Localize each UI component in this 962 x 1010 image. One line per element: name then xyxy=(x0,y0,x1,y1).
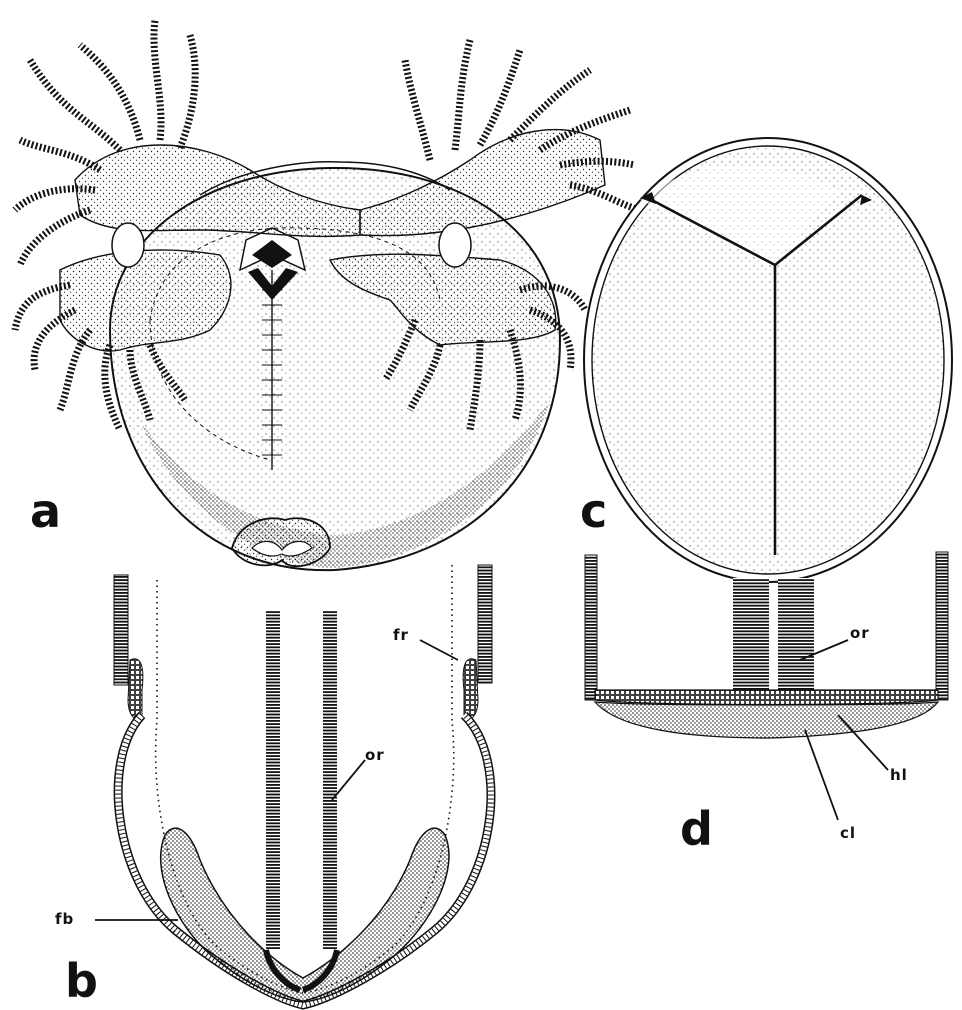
label-hl: hl xyxy=(890,766,908,784)
panel-a-drawing xyxy=(15,20,640,570)
panel-label-b: b xyxy=(65,954,98,1008)
panel-label-d: d xyxy=(680,802,713,856)
panel-c-drawing xyxy=(584,138,952,582)
panel-b-drawing xyxy=(114,565,492,1005)
label-fb: fb xyxy=(55,910,74,928)
label-fr: fr xyxy=(393,626,409,644)
leader-cl xyxy=(805,730,838,820)
panel-label-c: c xyxy=(580,484,607,538)
panel-d-drawing xyxy=(585,552,948,738)
label-or-b: or xyxy=(365,746,385,764)
label-or-d: or xyxy=(850,624,870,642)
panel-label-a: a xyxy=(30,484,61,538)
label-cl: cl xyxy=(840,824,856,842)
